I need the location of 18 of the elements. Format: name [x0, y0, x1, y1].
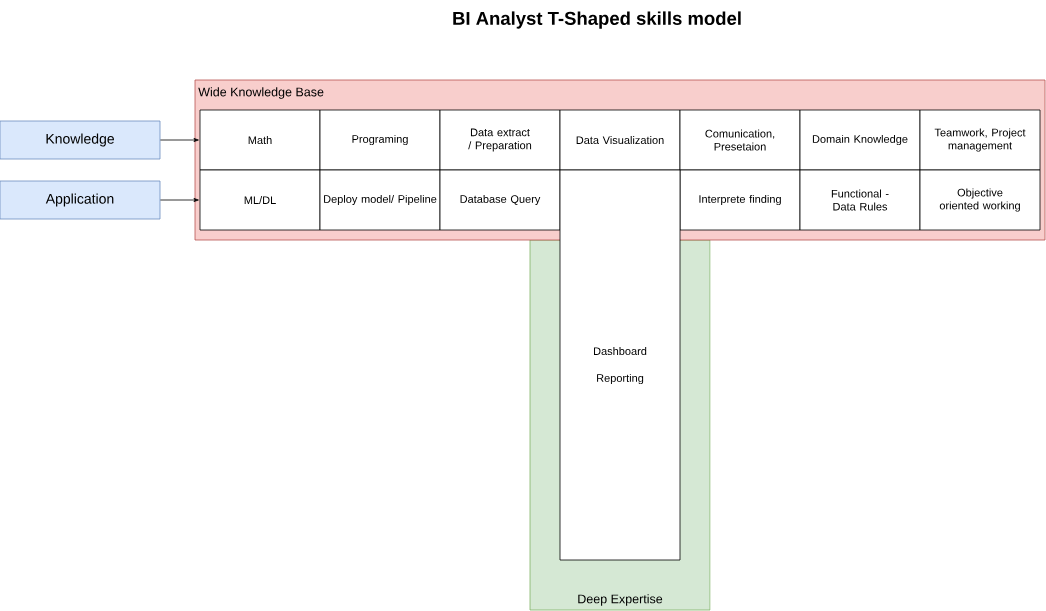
skill-cell: Deploy model/ Pipeline — [319, 169, 441, 231]
side-box: Knowledge — [0, 120, 161, 160]
skill-cell: Programing — [319, 109, 441, 171]
side-box: Application — [0, 180, 161, 220]
skill-cell: Data extract / Preparation — [439, 109, 561, 171]
skill-cell: ML/DL — [199, 169, 321, 231]
arrow — [160, 138, 199, 142]
skill-cell: Comunication, Presetaion — [679, 109, 801, 171]
skill-cell: Math — [199, 109, 321, 171]
skill-cell: Data Visualization — [559, 109, 681, 171]
skill-cell: Functional - Data Rules — [799, 169, 921, 231]
skill-cell: Teamwork, Project management — [919, 109, 1041, 171]
skill-cell: Objective oriented working — [919, 169, 1041, 231]
skill-cell: Interprete finding — [679, 169, 801, 231]
skill-cell: Database Query — [439, 169, 561, 231]
skill-cell: Domain Knowledge — [799, 109, 921, 171]
title: BI Analyst T-Shaped skills model — [453, 11, 741, 29]
arrow — [160, 198, 199, 202]
